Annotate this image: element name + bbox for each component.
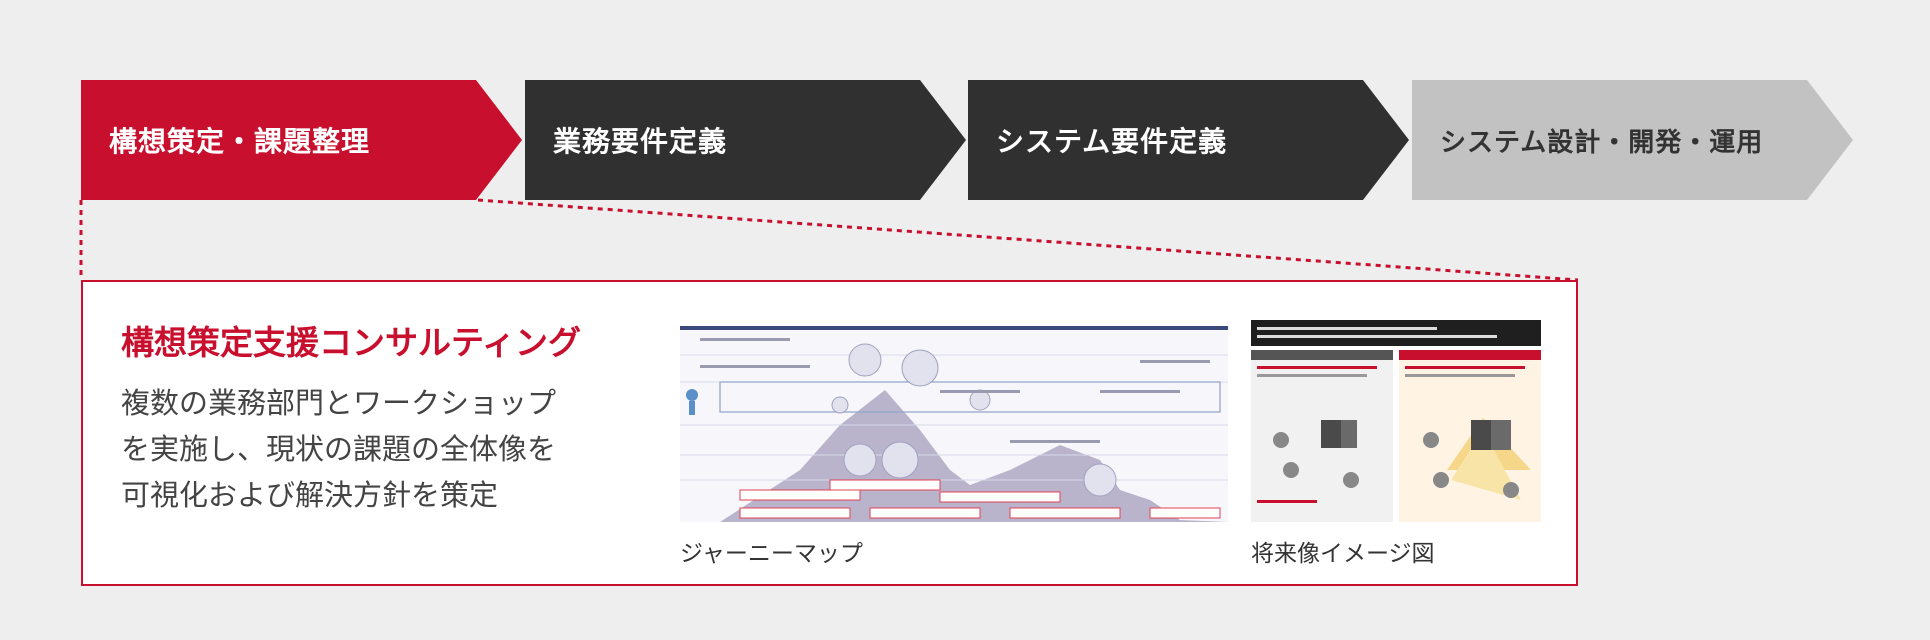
- description-line: を実施し、現状の課題の全体像を: [121, 426, 556, 472]
- journey-map-thumbnail: [680, 320, 1228, 522]
- step-2-label: 業務要件定義: [553, 80, 727, 200]
- connector-right: [478, 200, 1578, 280]
- detail-description: 複数の業務部門とワークショップ を実施し、現状の課題の全体像を 可視化および解決…: [121, 380, 556, 518]
- detail-card: 構想策定支援コンサルティング 複数の業務部門とワークショップ を実施し、現状の課…: [81, 280, 1578, 586]
- journey-map-caption: ジャーニーマップ: [680, 534, 863, 568]
- step-3-label: システム要件定義: [996, 80, 1227, 200]
- step-4-label: システム設計・開発・運用: [1440, 80, 1763, 200]
- step-1-label: 構想策定・課題整理: [109, 80, 370, 200]
- future-image-thumbnail: [1251, 320, 1541, 522]
- description-line: 可視化および解決方針を策定: [121, 472, 556, 518]
- description-line: 複数の業務部門とワークショップ: [121, 380, 556, 426]
- detail-title: 構想策定支援コンサルティング: [121, 316, 581, 364]
- future-image-caption: 将来像イメージ図: [1251, 534, 1435, 568]
